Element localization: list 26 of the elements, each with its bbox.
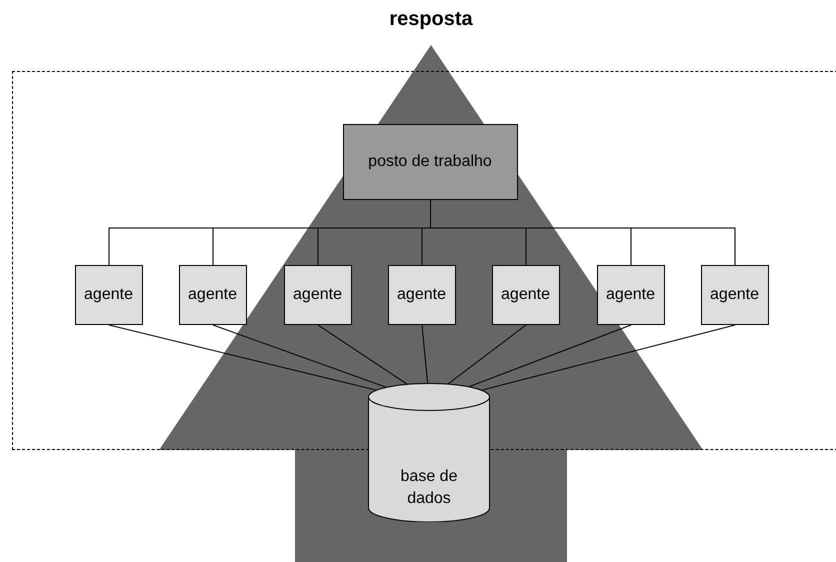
- node-label: agente: [710, 286, 759, 304]
- connector-line: [482, 324, 736, 391]
- agent-box: [284, 264, 352, 324]
- agent-box: [596, 264, 664, 324]
- node-label: agente: [501, 286, 550, 304]
- dashed-boundary: [12, 71, 836, 450]
- node-label: resposta: [389, 8, 473, 30]
- node-label: posto de trabalho: [368, 152, 492, 170]
- connector-line: [422, 324, 428, 384]
- node-label: base de dados: [400, 468, 458, 507]
- agent-box: [388, 264, 456, 324]
- node-label: agente: [188, 286, 237, 304]
- agent-box: [700, 264, 768, 324]
- connector-line: [448, 324, 526, 384]
- agent-box: [74, 264, 142, 324]
- connector-line: [468, 324, 632, 387]
- agent-box: [492, 264, 560, 324]
- connector-line: [318, 324, 408, 384]
- node-label: agente: [397, 286, 446, 304]
- node-label: agente: [84, 286, 133, 304]
- connector-line: [108, 324, 376, 391]
- connector-line: [212, 324, 386, 388]
- workstation-box: [342, 124, 518, 200]
- node-label: agente: [293, 286, 342, 304]
- node-label: agente: [606, 286, 655, 304]
- agent-box: [178, 264, 246, 324]
